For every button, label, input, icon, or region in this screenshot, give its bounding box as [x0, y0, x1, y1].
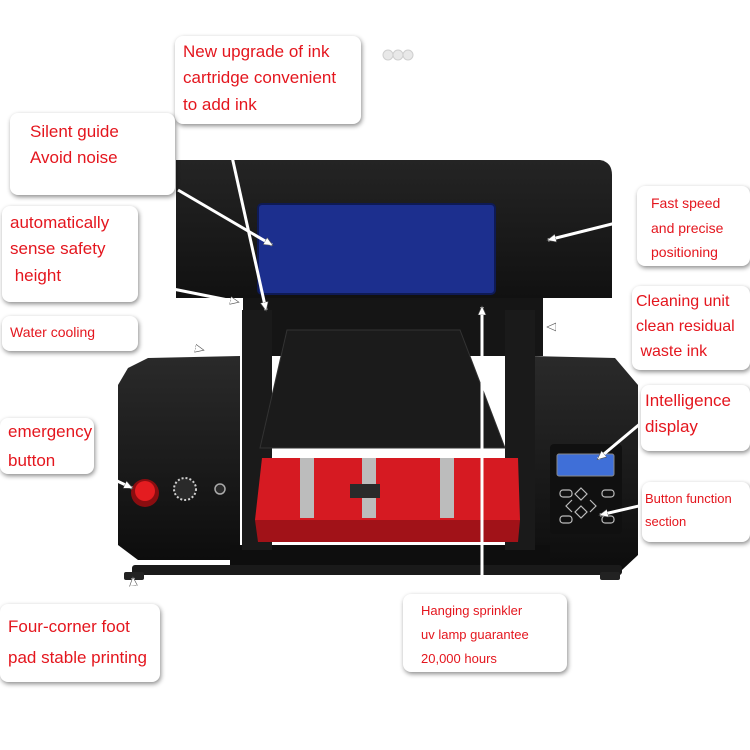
cleaning-unit-line-1: Cleaning unit: [636, 293, 730, 310]
foot-pad: [600, 572, 620, 580]
callout-safety-height: automatically sense safety height: [2, 206, 138, 302]
safety-height-line-1: automatically: [10, 213, 110, 232]
viewing-window: [257, 203, 496, 295]
callout-foot-pad: Four-corner foot pad stable printing: [0, 604, 160, 682]
foot-pad-line-1: Four-corner foot: [8, 617, 130, 636]
safety-height-line-2: sense safety: [10, 239, 106, 259]
ink-cartridge-line-1: New upgrade of ink: [183, 42, 330, 61]
ink-cartridge-line-3: to add ink: [183, 94, 257, 114]
callout-button-function: Button function section: [642, 482, 750, 542]
intelligence-display-line-1: Intelligence: [645, 391, 732, 410]
fast-speed-line-2: and precise: [651, 219, 724, 236]
display-screen: [556, 453, 615, 477]
callout-water-cooling: Water cooling: [2, 316, 138, 351]
fast-speed-line-3: positioning: [651, 244, 718, 260]
foot-pad: [124, 572, 144, 580]
emergency-line-1: emergency: [8, 422, 93, 441]
foot-pad-line-2: pad stable printing: [8, 647, 147, 667]
intelligence-display-line-2: display: [645, 417, 698, 437]
callout-cleaning-unit: Cleaning unit clean residual waste ink: [632, 286, 750, 370]
callout-sprinkler: Hanging sprinkler uv lamp guarantee 20,0…: [403, 594, 567, 672]
callout-ink-cartridge: New upgrade of ink cartridge convenient …: [175, 36, 361, 124]
sprinkler-line-1: Hanging sprinkler: [421, 603, 523, 618]
sprinkler-line-3: 20,000 hours: [421, 651, 497, 667]
ink-drops-icon: [382, 49, 414, 61]
callout-silent-guide: Silent guide Avoid noise: [10, 113, 175, 195]
control-panel: [550, 444, 622, 534]
ink-cartridge-line-2: cartridge convenient: [183, 68, 337, 88]
pointer-arrows: [93, 124, 644, 606]
button-function-line-2: section: [645, 513, 687, 529]
emergency-stop-icon: [131, 479, 159, 507]
cleaning-unit-line-3: waste ink: [636, 342, 708, 360]
button-function-line-1: Button function: [645, 491, 732, 506]
print-platform: [255, 329, 520, 542]
cleaning-unit-line-2: clean residual: [636, 317, 735, 335]
callout-emergency: emergency button: [0, 418, 94, 474]
emergency-line-2: button: [8, 450, 56, 470]
dial-knob-icon: [173, 477, 226, 501]
callout-fast-speed: Fast speed and precise positioning: [637, 186, 750, 266]
silent-guide-line-2: Avoid noise: [30, 148, 118, 168]
safety-height-line-3: height: [10, 265, 62, 285]
water-cooling-line-1: Water cooling: [10, 324, 96, 340]
fast-speed-line-1: Fast speed: [651, 195, 721, 211]
callout-intelligence-display: Intelligence display: [641, 385, 750, 451]
sprinkler-line-2: uv lamp guarantee: [421, 627, 529, 643]
silent-guide-line-1: Silent guide: [30, 122, 119, 141]
